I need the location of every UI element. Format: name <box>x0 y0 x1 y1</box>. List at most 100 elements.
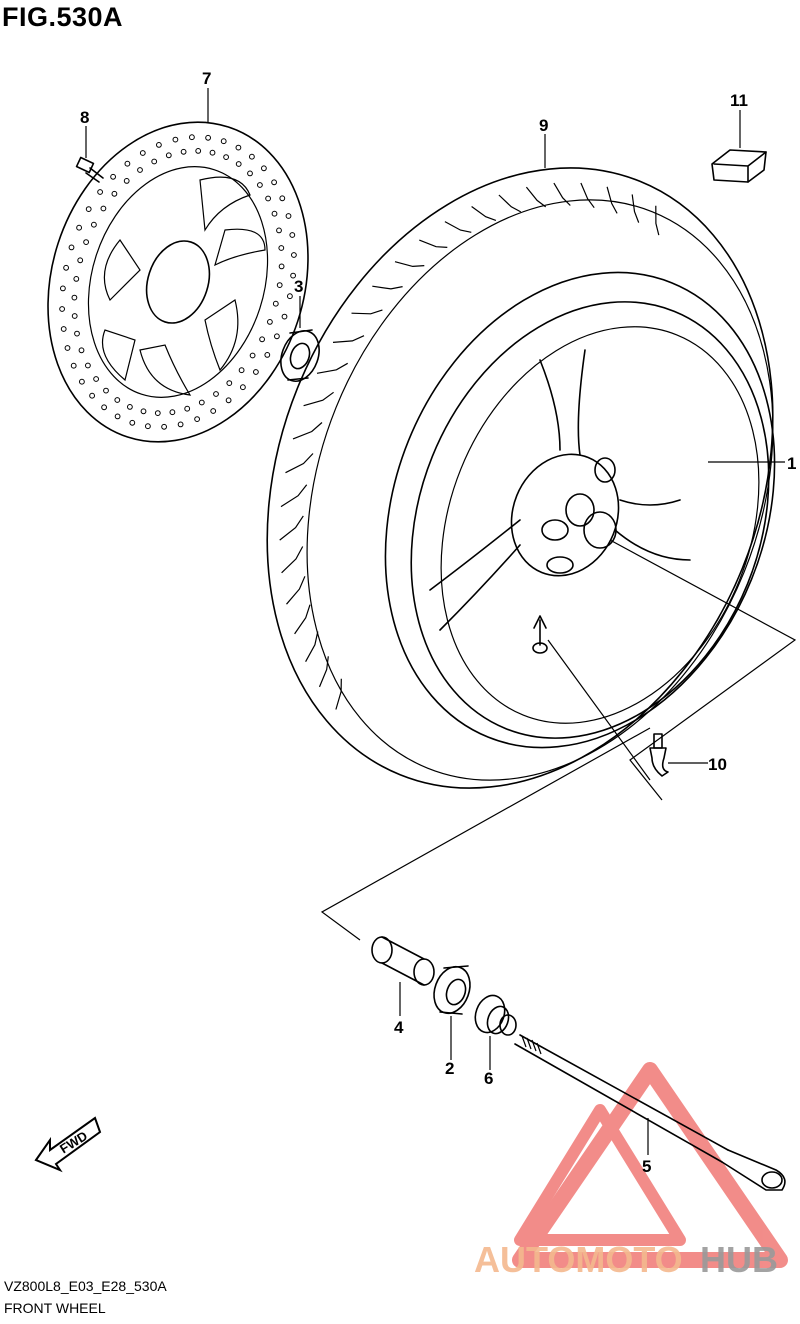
disc-hole <box>129 419 136 426</box>
disc-hole <box>169 409 176 416</box>
disc-hole <box>278 245 285 251</box>
tread-block <box>318 656 329 688</box>
disc-hole <box>213 391 219 397</box>
disc-hole <box>103 387 109 394</box>
callout-5: 5 <box>642 1157 651 1176</box>
disc-hole <box>85 206 92 213</box>
disc-hole <box>114 397 121 403</box>
disc-hole <box>177 421 184 428</box>
disc-hole <box>124 160 131 167</box>
axle <box>514 1034 786 1191</box>
tread-block <box>498 194 522 213</box>
disc-hole <box>63 264 69 271</box>
disc-hole <box>139 150 146 156</box>
callout-9: 9 <box>539 116 548 135</box>
assembly-name: FRONT WHEEL <box>4 1300 106 1316</box>
oil-seal <box>474 994 517 1036</box>
brake-disc <box>47 121 309 443</box>
tread-block <box>303 391 334 407</box>
disc-hole <box>97 189 103 195</box>
fwd-direction-arrow: FWD <box>34 1116 102 1173</box>
callout-7: 7 <box>202 69 211 88</box>
disc-hole <box>278 263 285 270</box>
watermark-part2: HUB <box>700 1239 778 1280</box>
disc-hole <box>264 352 271 358</box>
disc-hole <box>114 413 121 420</box>
tread-block <box>294 604 311 635</box>
disc-hole <box>78 347 85 354</box>
tread-block <box>655 205 660 236</box>
model-code: VZ800L8_E03_E28_530A <box>4 1278 167 1294</box>
tire-valve <box>649 733 669 777</box>
disc-hole <box>83 239 89 246</box>
tread-block <box>606 186 618 214</box>
tread-block <box>631 194 640 223</box>
disc-hole <box>60 285 66 292</box>
callout-6: 6 <box>484 1069 493 1088</box>
disc-hole <box>70 362 77 369</box>
disc-hole <box>267 319 273 325</box>
wheel-rim <box>410 301 770 739</box>
disc-hole <box>290 272 297 279</box>
tread-block <box>281 546 304 574</box>
disc-bolt <box>75 156 104 183</box>
disc-hole <box>93 376 99 382</box>
balance-weight <box>711 149 767 183</box>
disc-hole <box>73 276 80 282</box>
disc-hole <box>238 367 245 374</box>
disc-hole <box>209 149 216 156</box>
callout-3: 3 <box>294 277 303 296</box>
disc-hole <box>91 221 97 228</box>
disc-hole <box>100 205 107 212</box>
disc-hole <box>140 408 147 415</box>
disc-hole <box>110 173 116 180</box>
tread-block <box>553 182 571 206</box>
disc-hole <box>71 313 78 319</box>
disc-hole <box>285 213 292 219</box>
tread-block <box>351 309 383 315</box>
tread-block <box>394 261 425 268</box>
disc-hole <box>276 282 283 289</box>
disc-hole <box>71 294 78 301</box>
disc-hole <box>276 227 282 234</box>
disc-hole <box>287 293 293 300</box>
watermark-part1: AUTOMOTO <box>474 1239 683 1280</box>
disc-hole <box>249 153 255 160</box>
disc-hole <box>194 416 201 423</box>
disc-hole <box>289 232 296 238</box>
disc-hole <box>205 134 212 141</box>
callout-2: 2 <box>445 1059 454 1078</box>
disc-hole <box>220 138 227 145</box>
tread-block <box>332 335 365 343</box>
disc-hole <box>123 178 130 184</box>
callout-8: 8 <box>80 108 89 127</box>
spacer <box>371 936 435 986</box>
tread-block <box>471 206 497 221</box>
tread-block <box>419 239 448 248</box>
watermark-logo <box>512 1062 788 1268</box>
disc-hole <box>79 378 85 385</box>
disc-hole <box>253 369 259 375</box>
callout-1: 1 <box>787 454 796 473</box>
disc-hole <box>261 165 267 172</box>
disc-hole <box>291 252 297 258</box>
disc-hole <box>249 352 256 359</box>
bearing-2 <box>433 965 471 1015</box>
tread-block <box>305 631 319 662</box>
tread-block <box>279 515 304 541</box>
disc-hole <box>156 142 162 148</box>
tread-block <box>292 422 323 440</box>
disc-hole <box>240 384 246 391</box>
disc-hole <box>274 333 280 340</box>
disc-hole <box>235 144 242 151</box>
disc-hole <box>226 380 233 387</box>
exploded-bracket-lines <box>320 539 797 941</box>
tread-block <box>286 576 306 605</box>
disc-hole <box>184 405 191 412</box>
disc-hole <box>223 154 230 161</box>
disc-hole <box>161 423 168 430</box>
disc-hole <box>137 167 143 173</box>
disc-hole <box>265 195 272 202</box>
disc-hole <box>195 148 202 154</box>
